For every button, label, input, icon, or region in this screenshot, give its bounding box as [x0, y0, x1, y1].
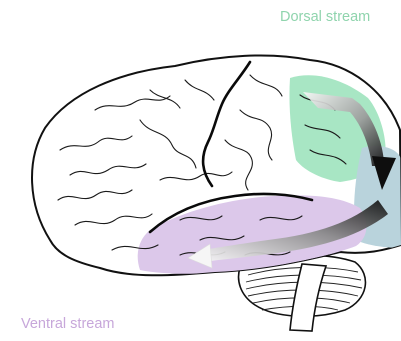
- dorsal-stream-label: Dorsal stream: [280, 9, 370, 25]
- ventral-stream-label: Ventral stream: [21, 316, 115, 332]
